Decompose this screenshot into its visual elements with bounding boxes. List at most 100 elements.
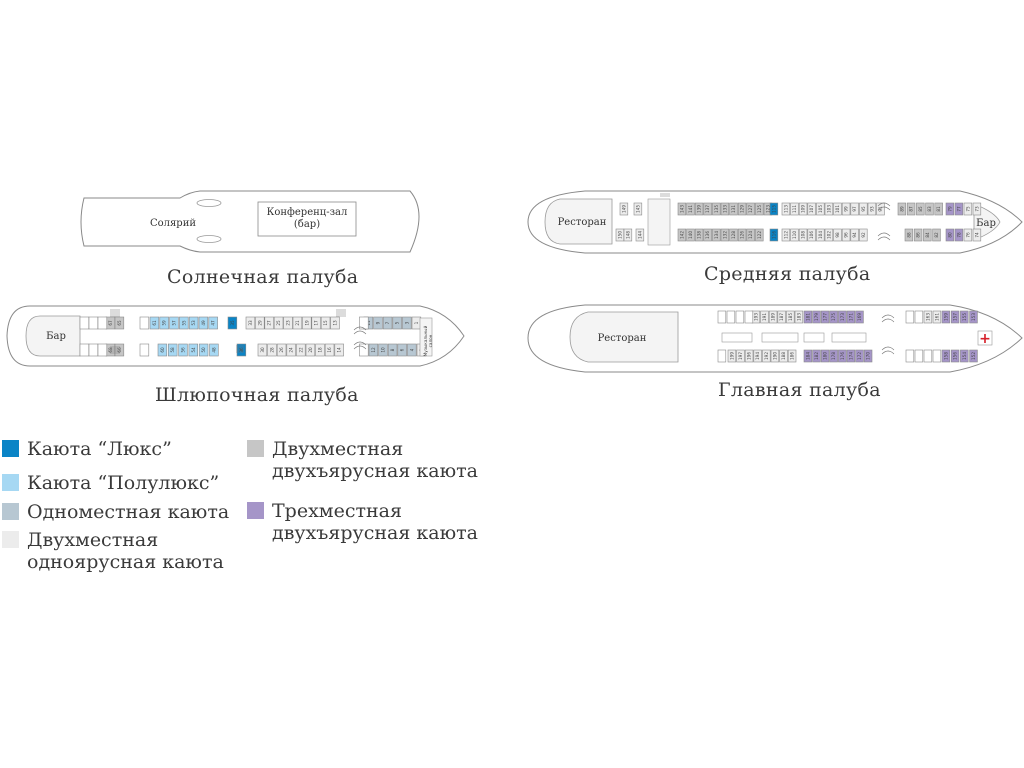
cabin-74[interactable] xyxy=(972,228,982,242)
cabin-126[interactable] xyxy=(737,228,747,242)
cabin-85[interactable] xyxy=(916,202,925,216)
cabin-60[interactable] xyxy=(157,343,168,357)
cabin-185[interactable] xyxy=(786,310,795,324)
cabin-159[interactable] xyxy=(941,310,951,324)
cabin-29[interactable] xyxy=(255,316,265,330)
cabin-145[interactable] xyxy=(633,202,643,216)
cabin-22[interactable] xyxy=(296,343,306,357)
cabin-33[interactable] xyxy=(245,316,256,330)
cabin-56[interactable] xyxy=(178,343,188,357)
cabin-35[interactable] xyxy=(227,316,238,330)
cabin-171[interactable] xyxy=(846,310,856,324)
cabin-28[interactable] xyxy=(267,343,277,357)
cabin-75[interactable] xyxy=(963,202,973,216)
cabin-132[interactable] xyxy=(720,228,730,242)
cabin-104[interactable] xyxy=(816,228,825,242)
cabin-148[interactable] xyxy=(623,228,633,242)
cabin-172[interactable] xyxy=(855,349,864,363)
cabin-61[interactable] xyxy=(149,316,160,330)
cabin-107[interactable] xyxy=(807,202,816,216)
cabin-13[interactable] xyxy=(330,316,340,330)
cabin-77[interactable] xyxy=(954,202,964,216)
cabin-88[interactable] xyxy=(904,228,914,242)
cabin-54[interactable] xyxy=(188,343,198,357)
cabin-173[interactable] xyxy=(838,310,847,324)
cabin-4[interactable] xyxy=(407,343,417,357)
cabin-84[interactable] xyxy=(923,228,932,242)
cabin-23[interactable] xyxy=(283,316,293,330)
cabin-106[interactable] xyxy=(807,228,816,242)
cabin-50[interactable] xyxy=(198,343,209,357)
cabin-27[interactable] xyxy=(264,316,274,330)
cabin-83[interactable] xyxy=(925,202,934,216)
cabin-196[interactable] xyxy=(744,349,754,363)
cabin-141[interactable] xyxy=(686,202,695,216)
cabin-140[interactable] xyxy=(686,228,695,242)
cabin-199[interactable] xyxy=(727,349,737,363)
cabin-79[interactable] xyxy=(945,202,955,216)
cabin-143[interactable] xyxy=(677,202,687,216)
cabin-180[interactable] xyxy=(820,349,830,363)
cabin-186[interactable] xyxy=(787,349,797,363)
cabin-99[interactable] xyxy=(841,202,851,216)
cabin-179[interactable] xyxy=(812,310,821,324)
cabin-169[interactable] xyxy=(855,310,864,324)
cabin-73[interactable] xyxy=(972,202,982,216)
cabin-8[interactable] xyxy=(387,343,398,357)
cabin-86[interactable] xyxy=(913,228,923,242)
cabin-136[interactable] xyxy=(703,228,712,242)
cabin-12[interactable] xyxy=(368,343,379,357)
cabin-175[interactable] xyxy=(829,310,838,324)
cabin-170[interactable] xyxy=(863,349,873,363)
cabin-192[interactable] xyxy=(762,349,771,363)
cabin-112[interactable] xyxy=(781,228,791,242)
cabin-65[interactable] xyxy=(114,316,125,330)
cabin-66[interactable] xyxy=(114,343,125,357)
cabin-101[interactable] xyxy=(833,202,842,216)
cabin-111[interactable] xyxy=(790,202,799,216)
cabin-94[interactable] xyxy=(850,228,859,242)
cabin-138[interactable] xyxy=(694,228,704,242)
cabin-15[interactable] xyxy=(320,316,331,330)
cabin-30[interactable] xyxy=(257,343,268,357)
cabin-156[interactable] xyxy=(950,349,960,363)
cabin-24[interactable] xyxy=(286,343,296,357)
cabin-59[interactable] xyxy=(159,316,169,330)
cabin-103[interactable] xyxy=(824,202,834,216)
cabin-125[interactable] xyxy=(755,202,764,216)
cabin-135[interactable] xyxy=(712,202,721,216)
cabin-190[interactable] xyxy=(770,349,780,363)
cabin-183[interactable] xyxy=(794,310,804,324)
cabin-188[interactable] xyxy=(779,349,788,363)
cabin-115[interactable] xyxy=(769,202,779,216)
cabin-95[interactable] xyxy=(859,202,868,216)
cabin-174[interactable] xyxy=(846,349,856,363)
cabin-57[interactable] xyxy=(169,316,179,330)
cabin-55[interactable] xyxy=(179,316,189,330)
cabin-6[interactable] xyxy=(397,343,407,357)
cabin-96[interactable] xyxy=(841,228,851,242)
cabin-139[interactable] xyxy=(694,202,704,216)
cabin-191[interactable] xyxy=(760,310,769,324)
cabin-184[interactable] xyxy=(803,349,813,363)
cabin-158[interactable] xyxy=(941,349,951,363)
cabin-20[interactable] xyxy=(305,343,316,357)
cabin-176[interactable] xyxy=(838,349,847,363)
cabin-102[interactable] xyxy=(824,228,834,242)
cabin-128[interactable] xyxy=(729,228,738,242)
cabin-161[interactable] xyxy=(932,310,942,324)
cabin-93[interactable] xyxy=(867,202,877,216)
cabin-134[interactable] xyxy=(712,228,721,242)
cabin-82[interactable] xyxy=(932,228,941,242)
cabin-113[interactable] xyxy=(781,202,791,216)
cabin-25[interactable] xyxy=(273,316,284,330)
cabin-48[interactable] xyxy=(209,343,219,357)
cabin-122[interactable] xyxy=(755,228,764,242)
cabin-81[interactable] xyxy=(934,202,943,216)
cabin-89[interactable] xyxy=(897,202,907,216)
cabin-19[interactable] xyxy=(302,316,312,330)
cabin-78[interactable] xyxy=(954,228,964,242)
cabin-9[interactable] xyxy=(373,316,383,330)
cabin-133[interactable] xyxy=(720,202,730,216)
cabin-194[interactable] xyxy=(753,349,762,363)
